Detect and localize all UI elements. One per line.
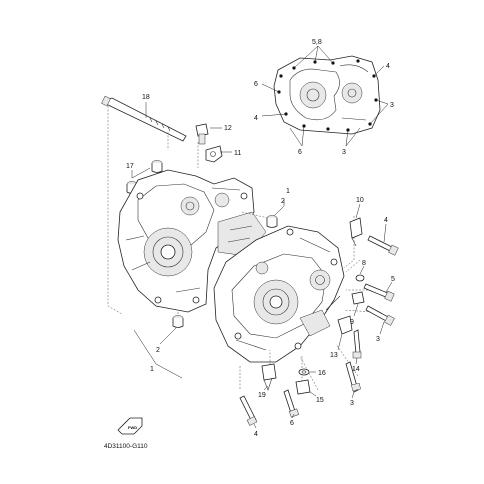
callout-2-top: 2 <box>281 198 285 205</box>
callout-16: 16 <box>318 370 326 377</box>
callout-19: 19 <box>258 392 266 399</box>
dowel-2-top <box>266 200 285 228</box>
callout-12: 12 <box>224 125 232 132</box>
stud-bolt-18 <box>101 95 187 142</box>
callout-13: 13 <box>330 352 338 359</box>
callout-labels: 18 12 11 17 5,8 6 4 4 3 6 3 1 2 10 4 8 5… <box>126 39 395 438</box>
right-crankcase <box>213 225 345 363</box>
callout-2-bottom: 2 <box>156 347 160 354</box>
callout-6-inset-bottom: 6 <box>298 149 302 156</box>
callout-11: 11 <box>234 150 241 157</box>
callout-5-8: 5,8 <box>312 39 322 46</box>
callout-8: 8 <box>362 260 366 267</box>
callout-14: 14 <box>352 366 360 373</box>
callout-6-bottom: 6 <box>290 420 294 427</box>
callout-10: 10 <box>356 197 364 204</box>
callout-5: 5 <box>391 276 395 283</box>
fwd-arrow-icon: FWD <box>117 417 143 435</box>
callout-3-bottom: 3 <box>350 400 354 407</box>
crankcase-inset <box>261 45 389 147</box>
callout-3-inset-right: 3 <box>390 102 394 109</box>
fwd-label: FWD <box>128 425 137 430</box>
callout-9: 9 <box>350 319 354 326</box>
dowel-2-bottom <box>133 315 184 379</box>
right-side-fasteners <box>349 203 399 335</box>
callout-6-inset: 6 <box>254 81 258 88</box>
callout-3-inset-bottom: 3 <box>342 149 346 156</box>
callout-4-bottom: 4 <box>254 431 258 438</box>
callout-4-inset-right: 4 <box>386 63 390 70</box>
bolt-12-bracket-11 <box>195 123 232 163</box>
callout-1-bottom: 1 <box>150 366 154 373</box>
callout-18: 18 <box>142 94 150 101</box>
callout-4-right: 4 <box>384 217 388 224</box>
callout-1-top: 1 <box>286 188 290 195</box>
bottom-fasteners <box>239 315 362 429</box>
callout-4-inset-left: 4 <box>254 115 258 122</box>
callout-3-right: 3 <box>376 336 380 343</box>
callout-17: 17 <box>126 163 134 170</box>
diagram-code: 4D31100-G110 <box>104 443 148 450</box>
callout-15: 15 <box>316 397 324 404</box>
left-crankcase <box>117 169 267 313</box>
